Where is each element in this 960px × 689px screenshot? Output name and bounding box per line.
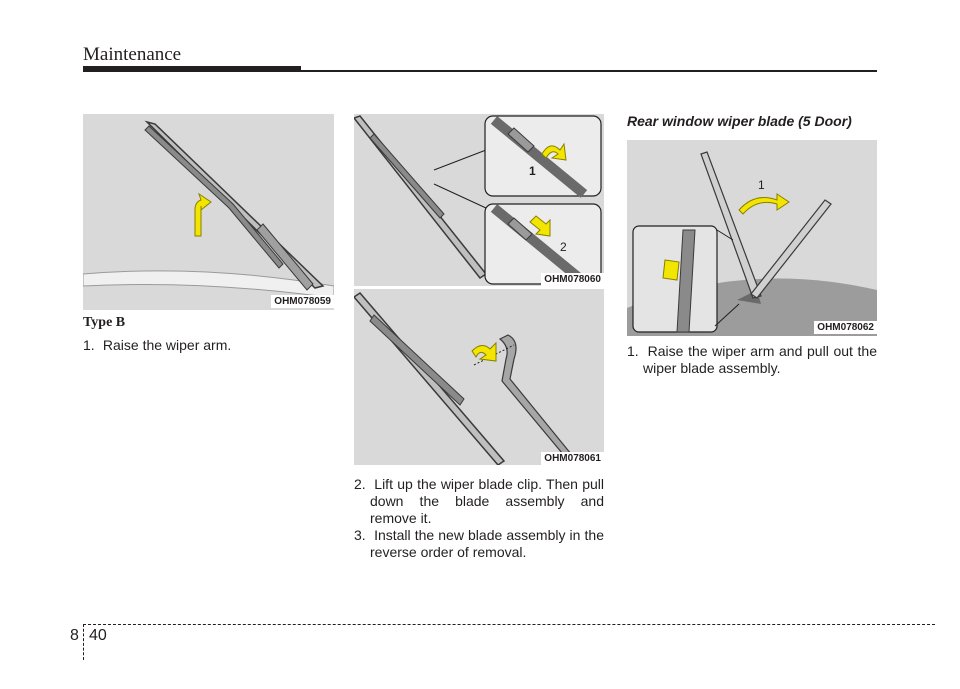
type-b-heading: Type B (83, 315, 126, 330)
figure-code-label: OHM078059 (271, 295, 334, 308)
figure-code-label: OHM078060 (541, 273, 604, 286)
step-text: Install the new blade assembly in the re… (370, 527, 604, 560)
figure-blade-removal: OHM078061 (354, 289, 604, 465)
step-text: Lift up the wiper blade clip. Then pull … (370, 476, 604, 526)
footer-rule (83, 624, 935, 625)
header-rule (301, 70, 877, 72)
step-number: 2. (354, 476, 366, 492)
footer-divider (83, 624, 84, 660)
step-item: 2. Lift up the wiper blade clip. Then pu… (354, 476, 604, 527)
header-bar (83, 66, 301, 72)
blade-removal-illustration (354, 292, 581, 465)
rear-wiper-heading: Rear window wiper blade (5 Door) (627, 113, 852, 129)
step-number: 3. (354, 527, 366, 543)
blade-clip-illustration (354, 115, 602, 286)
footer-section-number: 8 (70, 627, 79, 644)
footer-page-number: 40 (89, 627, 107, 644)
callout-number: 1 (758, 178, 765, 192)
figure-rear-wiper: 1 OHM078062 (627, 140, 877, 336)
rear-wiper-illustration (627, 151, 877, 336)
page-header-title: Maintenance (83, 44, 182, 65)
figure-code-label: OHM078062 (814, 321, 877, 334)
wiper-arm-raised-illustration (83, 120, 334, 299)
figure-code-label: OHM078061 (541, 452, 604, 465)
step-item: 1. Raise the wiper arm and pull out the … (627, 343, 877, 377)
step-number: 1. (627, 343, 639, 359)
step-item: 3. Install the new blade assembly in the… (354, 527, 604, 561)
figure-blade-clip: 1 2 OHM078060 (354, 114, 604, 286)
figure-type-b-wiper: OHM078059 (83, 114, 334, 310)
step-item: 1. Raise the wiper arm. (83, 337, 334, 354)
callout-number: 1 (529, 164, 536, 178)
step-number: 1. (83, 337, 95, 353)
callout-number: 2 (560, 240, 567, 254)
step-text: Raise the wiper arm. (102, 337, 232, 353)
step-text: Raise the wiper arm and pull out the wip… (643, 343, 877, 376)
